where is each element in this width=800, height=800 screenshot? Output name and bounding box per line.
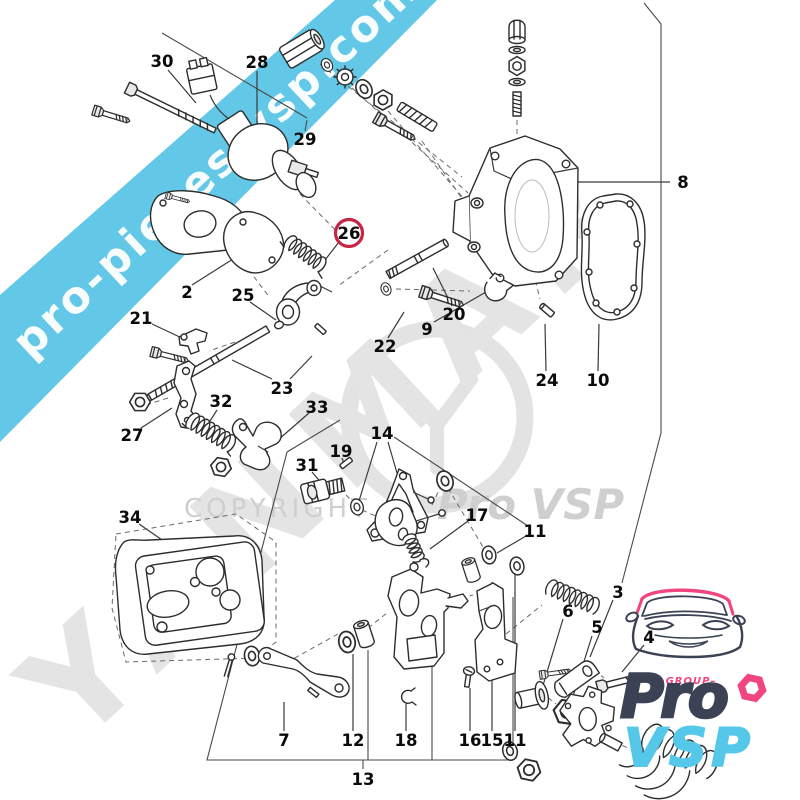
cam-plate — [559, 685, 616, 747]
o-ring-11 — [479, 544, 499, 566]
copyright-text: COPYRIGHT — [184, 494, 371, 524]
o-ring-11b — [507, 555, 527, 577]
fitting-31 — [299, 477, 346, 505]
pin-19 — [339, 456, 354, 470]
car-sketch-icon — [625, 588, 746, 659]
spring-17 — [402, 533, 425, 563]
lever-7 — [257, 646, 350, 699]
part-label-11: 11 — [524, 522, 547, 541]
part-label-6: 6 — [562, 602, 573, 621]
screw-16 — [462, 666, 476, 688]
part-label-22: 22 — [374, 337, 397, 356]
part-label-2: 2 — [181, 283, 192, 302]
coupler-nut — [278, 28, 325, 69]
pump-housing-8 — [452, 135, 579, 287]
star-washer — [333, 65, 357, 89]
part-label-8: 8 — [677, 173, 688, 192]
cap-29 — [295, 171, 317, 199]
support-bracket-13 — [387, 558, 469, 670]
part-label-32: 32 — [210, 392, 233, 411]
logo-group-label: –GROUP– — [660, 676, 717, 687]
part-label-11b: 11 — [504, 731, 527, 750]
part-label-15: 15 — [481, 731, 504, 750]
pin-23 — [314, 323, 327, 335]
logo-vsp-text: VSP — [624, 718, 754, 779]
part-label-16: 16 — [459, 731, 482, 750]
part-label-21: 21 — [130, 309, 153, 328]
part-label-17: 17 — [466, 506, 489, 525]
copyright-watermark: COPYRIGHT Pro VSP — [184, 480, 624, 529]
rod-20 — [385, 238, 449, 280]
part-label-26: 26 — [338, 224, 361, 243]
part-label-29: 29 — [294, 130, 317, 149]
part-label-34: 34 — [119, 508, 142, 527]
logo-pro-text: Pro — [620, 662, 728, 732]
connector-28 — [186, 56, 218, 95]
pin-24 — [539, 302, 555, 318]
spring-26 — [279, 235, 327, 279]
provsp-logo: –GROUP– Pro VSP — [619, 588, 767, 780]
snap-ring-18 — [400, 687, 417, 706]
lever-33 — [231, 418, 282, 471]
highlight-circle-26: 26 — [333, 217, 365, 249]
part-label-23: 23 — [271, 379, 294, 398]
spring-large — [641, 723, 719, 780]
part-label-7: 7 — [278, 731, 289, 750]
nut-27 — [128, 392, 152, 412]
part-label-13: 13 — [352, 770, 375, 789]
bellcrank-25 — [273, 279, 333, 330]
part-label-12: 12 — [342, 731, 365, 750]
part-label-27: 27 — [121, 426, 144, 445]
yanmar-emblem-circle — [340, 320, 534, 514]
part-label-28: 28 — [246, 53, 269, 72]
bushing-12 — [351, 618, 377, 650]
part-label-33: 33 — [306, 398, 329, 417]
spring-15 — [544, 579, 600, 615]
copyright-brand-text: Pro VSP — [437, 480, 624, 529]
stud-top — [396, 101, 438, 132]
part-label-18: 18 — [395, 731, 418, 750]
crank-shaft — [598, 732, 691, 800]
stud-stack — [508, 19, 526, 117]
cotter-pin — [223, 653, 236, 678]
part-label-5: 5 — [591, 618, 602, 637]
clamp-3 — [554, 660, 600, 699]
part-label-10: 10 — [587, 371, 610, 390]
nut-lower — [514, 757, 544, 783]
part-label-30: 30 — [151, 52, 174, 71]
fork-21 — [178, 328, 208, 355]
part-label-9: 9 — [421, 320, 432, 339]
bushing-6 — [514, 680, 550, 710]
part-label-25: 25 — [232, 286, 255, 305]
part-labels: 30 28 29 8 2 21 25 26 22 9 20 23 27 32 3… — [119, 52, 689, 789]
yanmar-emblem-mark — [395, 372, 478, 475]
gasket-10 — [580, 193, 646, 321]
o-ring-12 — [335, 629, 359, 655]
logo-nut-icon — [737, 673, 767, 703]
part-label-3: 3 — [612, 583, 623, 602]
frame-lines — [161, 2, 662, 769]
part-label-24: 24 — [536, 371, 559, 390]
bolt-30b — [91, 104, 132, 127]
part-label-20: 20 — [443, 305, 466, 324]
part-label-14: 14 — [371, 424, 394, 443]
gasket-2 — [222, 210, 285, 274]
bolt-30 — [123, 81, 217, 134]
gasket-kit-34 — [114, 535, 265, 655]
part-label-31: 31 — [296, 456, 319, 475]
part-label-19: 19 — [330, 442, 353, 461]
spring-32 — [181, 412, 237, 457]
nut-top — [368, 86, 398, 114]
clip-9 — [484, 272, 514, 302]
parts — [91, 19, 719, 800]
part-label-4: 4 — [643, 628, 654, 647]
bushing-15 — [460, 555, 482, 585]
side-bracket — [474, 582, 518, 682]
